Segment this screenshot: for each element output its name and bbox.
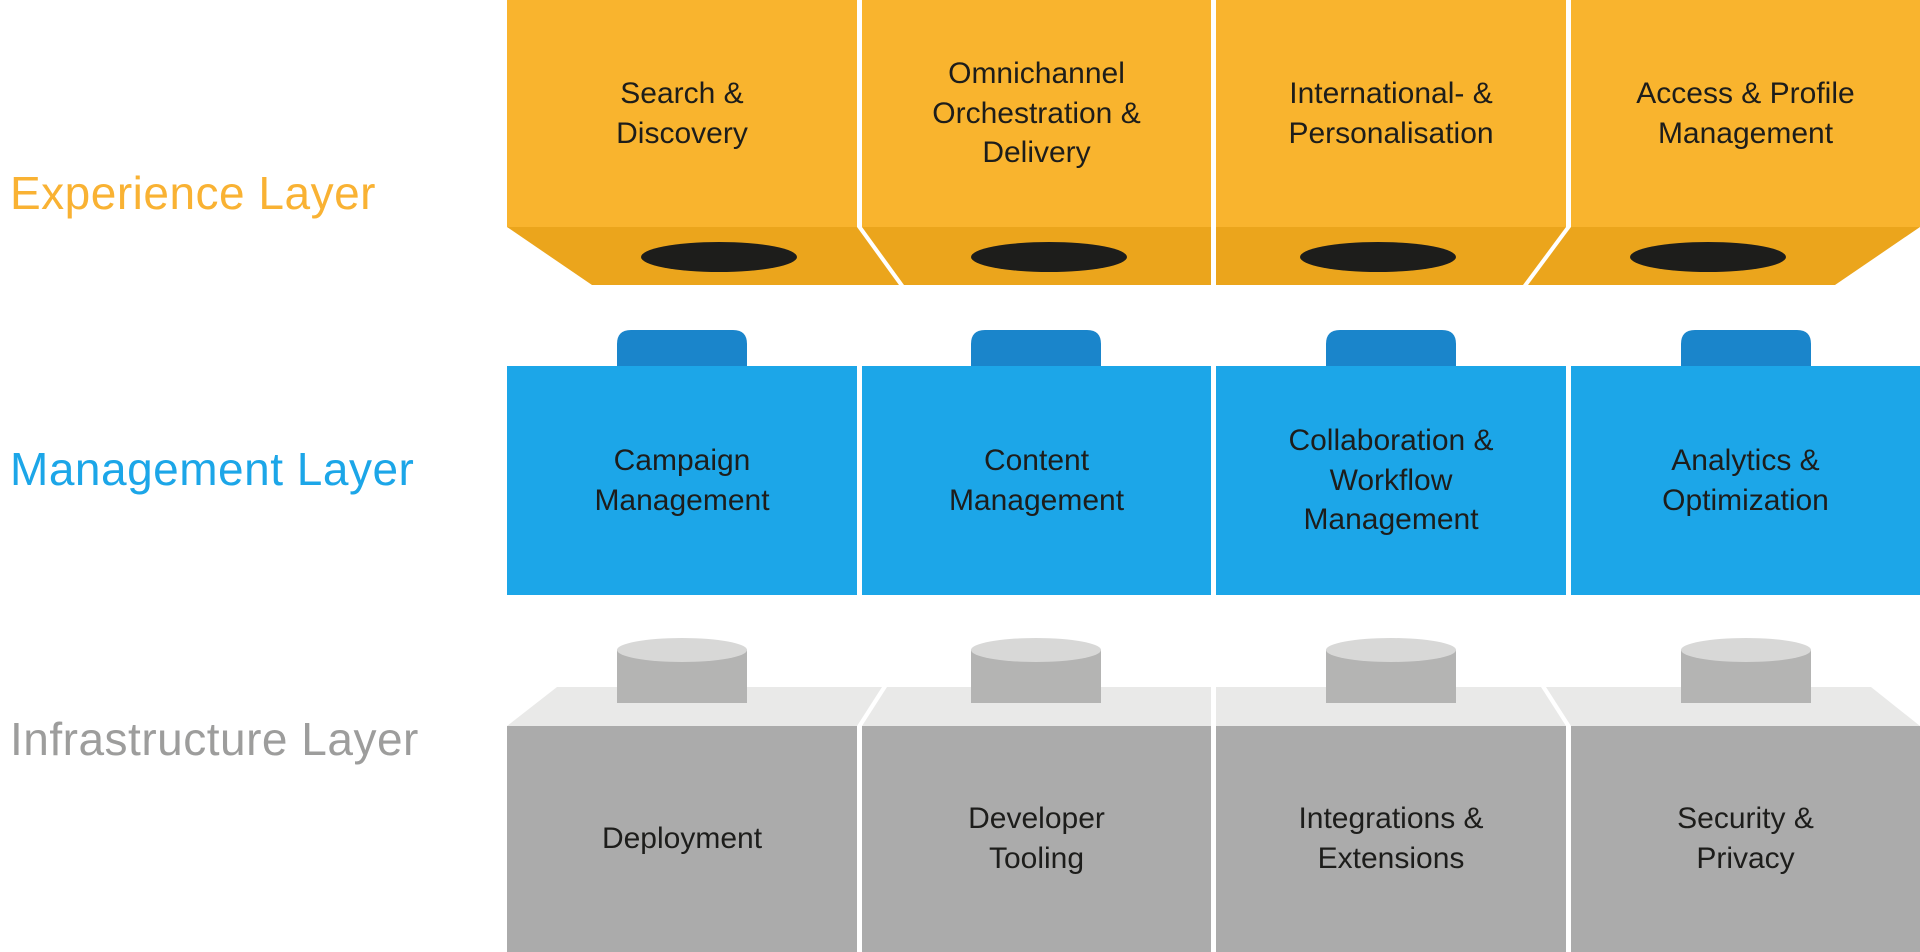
management-layer-label: Management Layer <box>10 443 415 495</box>
experience-brick-top-2 <box>1216 0 1566 227</box>
management-brick-3 <box>1571 366 1920 595</box>
block-label-developer-tooling: Developer Tooling <box>968 802 1105 875</box>
infrastructure-layer-label: Infrastructure Layer <box>10 713 419 765</box>
experience-layer-brick <box>507 0 1920 285</box>
block-label-search-discovery: Search & Discovery <box>616 76 748 150</box>
block-label-access-profile-management: Access & Profile Management <box>1636 76 1855 150</box>
infrastructure-top-face-0 <box>507 687 882 726</box>
infrastructure-stud-cap-3 <box>1681 638 1811 662</box>
infrastructure-stud-cap-2 <box>1326 638 1456 662</box>
experience-brick-top-3 <box>1571 0 1920 227</box>
block-label-deployment: Deployment <box>601 822 763 856</box>
management-stud-0 <box>617 330 747 374</box>
experience-stud-socket-0 <box>641 242 797 272</box>
infrastructure-stud-cap-1 <box>971 638 1101 662</box>
experience-brick-top-1 <box>862 0 1211 227</box>
experience-brick-top-0 <box>507 0 857 227</box>
infrastructure-top-face-3 <box>1546 687 1920 726</box>
block-label-analytics-optimization: Analytics & Optimization <box>1662 443 1829 517</box>
block-label-content-management: Content Management <box>948 443 1125 517</box>
infrastructure-brick-3 <box>1571 726 1920 952</box>
management-stud-1 <box>971 330 1101 374</box>
block-label-campaign-management: Campaign Management <box>594 443 770 517</box>
experience-stud-socket-2 <box>1300 242 1456 272</box>
infrastructure-top-face-1 <box>862 687 1211 726</box>
management-brick-2 <box>1216 366 1566 595</box>
experience-stud-socket-3 <box>1630 242 1786 272</box>
management-layer-brick <box>507 330 1920 595</box>
block-label-integrations-extensions: Integrations & Extensions <box>1298 802 1484 875</box>
infrastructure-layer-brick <box>507 638 1920 952</box>
management-stud-3 <box>1681 330 1811 374</box>
management-stud-2 <box>1326 330 1456 374</box>
management-brick-1 <box>862 366 1211 595</box>
experience-stud-socket-1 <box>971 242 1127 272</box>
block-label-security-privacy: Security & Privacy <box>1677 802 1814 875</box>
management-brick-0 <box>507 366 857 595</box>
infrastructure-brick-2 <box>1216 726 1566 952</box>
experience-layer-label: Experience Layer <box>10 167 376 219</box>
block-label-omnichannel-orchestration-delivery: Omnichannel Orchestration & Delivery <box>932 57 1141 170</box>
infrastructure-brick-0 <box>507 726 857 952</box>
block-label-international-personalisation: International- & Personalisation <box>1288 76 1494 150</box>
block-label-collaboration-workflow-management: Collaboration & Workflow Management <box>1288 424 1494 537</box>
infrastructure-stud-cap-0 <box>617 638 747 662</box>
infrastructure-top-face-2 <box>1216 687 1566 726</box>
infrastructure-brick-1 <box>862 726 1211 952</box>
